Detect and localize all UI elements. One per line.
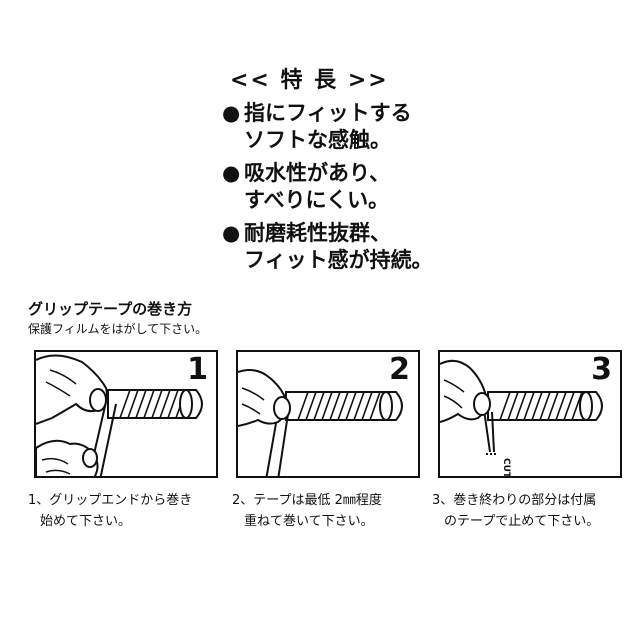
cut-label: CUT xyxy=(501,458,511,478)
feature-line: ソフトな感触。 xyxy=(244,128,391,152)
step-3-caption: 3、巻き終わりの部分は付属 のテープで止めて下さい。 xyxy=(432,490,632,532)
step-number: 3 xyxy=(591,352,612,387)
step-1-caption: 1、グリップエンドから巻き 始めて下さい。 xyxy=(28,490,228,532)
wrapping-instructions-title: グリップテープの巻き方 xyxy=(28,300,193,318)
feature-line: フィット感が持続。 xyxy=(244,248,433,272)
grip-wrap-illustration: CUT xyxy=(440,359,603,478)
bullet-icon: ● xyxy=(222,101,241,125)
grip-wrap-illustration xyxy=(36,354,203,476)
step-3-illustration: CUT 3 xyxy=(438,350,622,478)
step-2-illustration: 2 xyxy=(236,350,420,478)
feature-line: 吸水性があり、 xyxy=(244,161,391,185)
bullet-icon: ● xyxy=(222,161,241,185)
caption-line: のテープで止めて下さい。 xyxy=(444,514,600,529)
caption-line: 重ねて巻いて下さい。 xyxy=(244,514,374,529)
step-number: 2 xyxy=(389,352,410,387)
feature-item: ● 耐磨耗性抜群、 フィット感が持続。 xyxy=(222,220,433,274)
caption-line: 2、テープは最低 2㎜程度 xyxy=(232,493,382,508)
feature-item: ● 吸水性があり、 すべりにくい。 xyxy=(222,160,390,214)
feature-line: 指にフィットする xyxy=(244,101,412,125)
features-title: << 特 長 >> xyxy=(230,68,389,93)
bullet-icon: ● xyxy=(222,221,241,245)
step-2-caption: 2、テープは最低 2㎜程度 重ねて巻いて下さい。 xyxy=(232,490,432,532)
step-1-illustration: 1 xyxy=(34,350,218,478)
caption-line: 始めて下さい。 xyxy=(40,514,132,529)
wrapping-instructions-subtitle: 保護フィルムをはがして下さい。 xyxy=(28,322,208,336)
feature-line: すべりにくい。 xyxy=(244,188,390,212)
step-number: 1 xyxy=(187,352,208,387)
caption-line: 3、巻き終わりの部分は付属 xyxy=(432,493,597,508)
caption-line: 1、グリップエンドから巻き xyxy=(28,493,193,508)
feature-line: 耐磨耗性抜群、 xyxy=(244,221,391,245)
feature-item: ● 指にフィットする ソフトな感触。 xyxy=(222,100,412,154)
grip-wrap-illustration xyxy=(238,369,403,476)
